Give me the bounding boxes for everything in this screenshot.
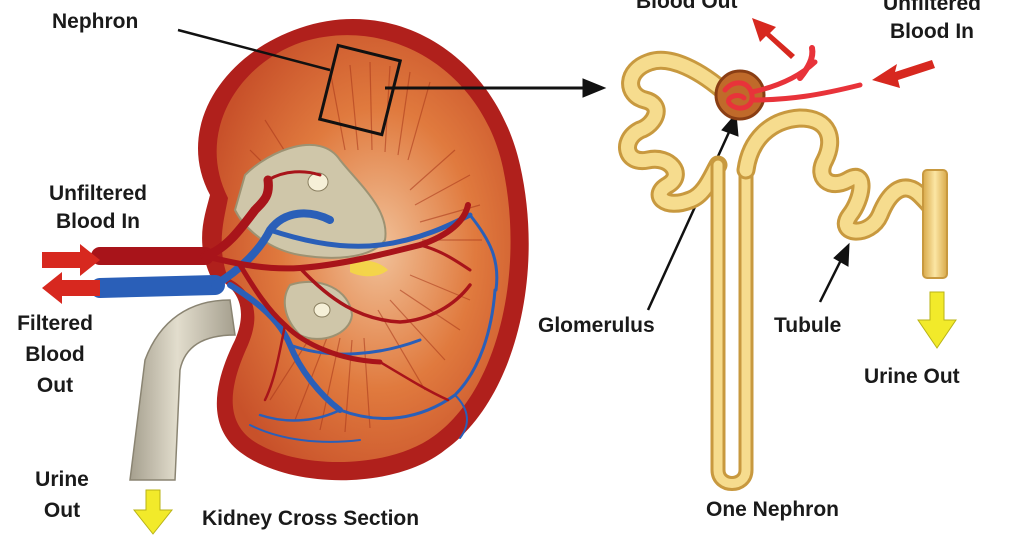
arrow-in-icon — [42, 244, 100, 276]
urine-out-right-label: Urine Out — [864, 363, 960, 391]
distal-tubule — [746, 118, 935, 231]
filtered-line2: Blood — [0, 339, 110, 370]
collecting-duct — [923, 170, 947, 278]
unfiltered-left-line2: Blood In — [18, 208, 178, 236]
filtered-line3: Out — [0, 370, 110, 401]
unfiltered-blood-in-left-label: Unfiltered Blood In — [18, 180, 178, 236]
kidney-cross-section-caption: Kidney Cross Section — [202, 505, 419, 533]
unfiltered-left-line1: Unfiltered — [18, 180, 178, 208]
left-flow-arrows — [42, 244, 100, 304]
urine-left-line2: Out — [22, 495, 102, 526]
tubule-label: Tubule — [774, 312, 841, 340]
unfiltered-right-line2: Blood In — [852, 18, 1012, 46]
urine-out-left-label: Urine Out — [22, 464, 102, 526]
nephron-label: Nephron — [52, 8, 138, 36]
filtered-blood-out-label: Filtered Blood Out — [0, 308, 110, 401]
arrow-out-icon — [42, 272, 100, 304]
blood-in-arrow-icon — [872, 60, 935, 88]
one-nephron-caption: One Nephron — [706, 496, 839, 524]
filtered-line1: Filtered — [0, 308, 110, 339]
single-nephron — [628, 48, 947, 484]
urine-arrow-left-icon — [134, 490, 172, 534]
blood-out-arrow-icon — [752, 18, 795, 59]
unfiltered-blood-in-right-label: Unfiltered Blood In — [852, 0, 1012, 46]
urine-left-line1: Urine — [22, 464, 102, 495]
glomerulus-label: Glomerulus — [538, 312, 655, 340]
urine-arrow-right-icon — [918, 292, 956, 348]
blood-out-top-label: Blood Out — [636, 0, 737, 16]
unfiltered-right-line1: Unfiltered — [852, 0, 1012, 18]
